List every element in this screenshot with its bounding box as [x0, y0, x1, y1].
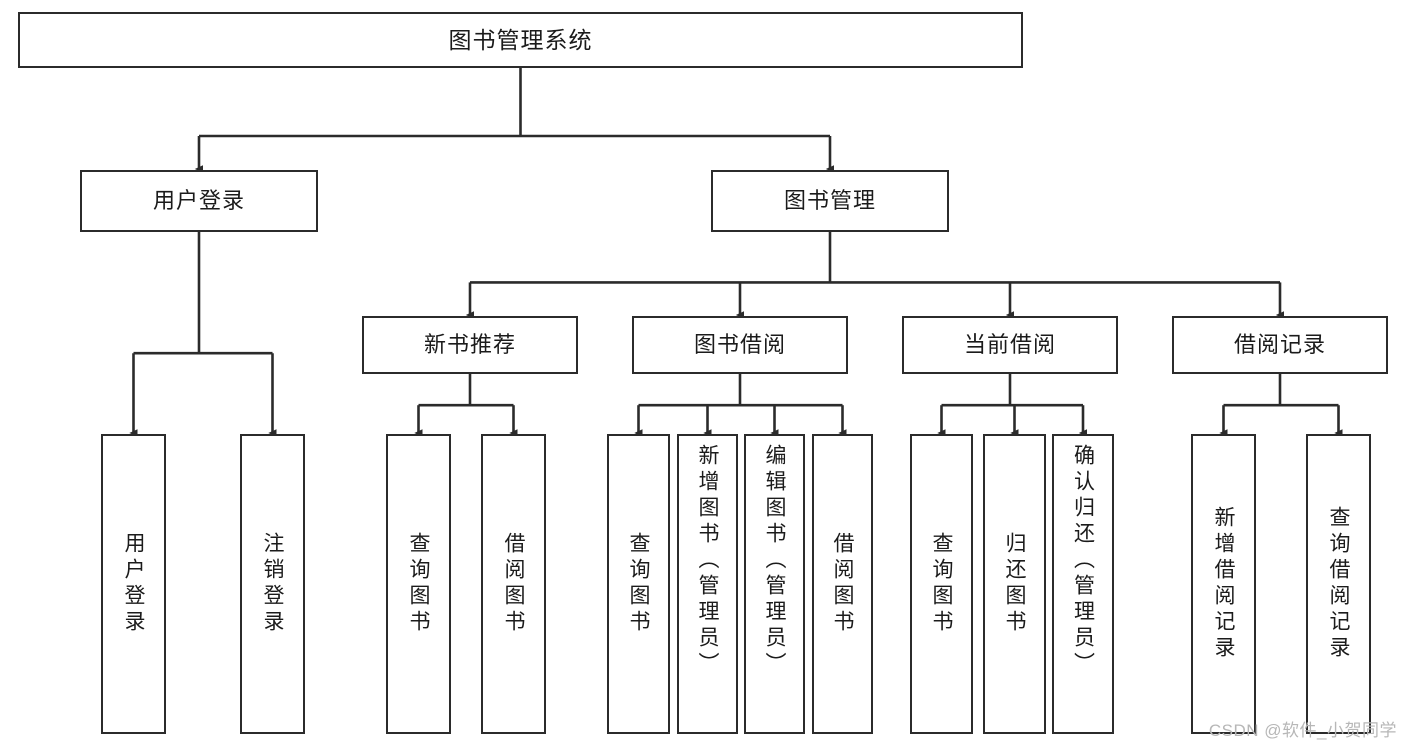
node-label-book-manage: 图书管理	[783, 188, 876, 214]
node-label-leaf-query-record: 查询借阅记录	[1327, 506, 1350, 662]
node-leaf-query-record: 查询借阅记录	[1306, 434, 1371, 734]
node-label-leaf-borrow-book-2: 借阅图书	[831, 532, 854, 636]
csdn-watermark: CSDN @软件_小贺同学	[1208, 721, 1397, 740]
node-current-borrow: 当前借阅	[902, 316, 1118, 374]
node-label-user-login: 用户登录	[152, 188, 245, 214]
node-leaf-logout: 注销登录	[240, 434, 305, 734]
node-leaf-edit-book: 编辑图书（管理员）	[744, 434, 805, 734]
node-label-book-borrow: 图书借阅	[693, 332, 786, 358]
node-book-borrow: 图书借阅	[632, 316, 848, 374]
node-label-leaf-logout: 注销登录	[261, 532, 284, 636]
node-borrow-record: 借阅记录	[1172, 316, 1388, 374]
node-label-leaf-return-book: 归还图书	[1003, 532, 1026, 636]
node-user-login: 用户登录	[80, 170, 318, 232]
node-leaf-borrow-book-1: 借阅图书	[481, 434, 546, 734]
node-leaf-query-book-2: 查询图书	[607, 434, 670, 734]
node-leaf-add-record: 新增借阅记录	[1191, 434, 1256, 734]
node-leaf-return-book: 归还图书	[983, 434, 1046, 734]
node-label-leaf-confirm-ret: 确认归还（管理员）	[1071, 444, 1095, 678]
node-label-leaf-query-book-2: 查询图书	[627, 532, 650, 636]
node-label-leaf-add-record: 新增借阅记录	[1212, 506, 1235, 662]
node-label-leaf-edit-book: 编辑图书（管理员）	[763, 444, 786, 678]
node-leaf-query-book-3: 查询图书	[910, 434, 973, 734]
node-leaf-borrow-book-2: 借阅图书	[812, 434, 873, 734]
node-leaf-query-book-1: 查询图书	[386, 434, 451, 734]
node-root: 图书管理系统	[18, 12, 1023, 68]
node-label-leaf-query-book-3: 查询图书	[930, 532, 953, 636]
node-label-new-book-rec: 新书推荐	[423, 332, 516, 358]
node-label-leaf-borrow-book-1: 借阅图书	[502, 532, 525, 636]
node-label-leaf-query-book-1: 查询图书	[407, 532, 430, 636]
node-new-book-rec: 新书推荐	[362, 316, 578, 374]
node-label-current-borrow: 当前借阅	[963, 332, 1056, 358]
node-book-manage: 图书管理	[711, 170, 949, 232]
node-leaf-add-book: 新增图书（管理员）	[677, 434, 738, 734]
node-label-leaf-add-book: 新增图书（管理员）	[696, 444, 719, 678]
node-label-leaf-user-login: 用户登录	[122, 532, 145, 636]
node-label-root: 图书管理系统	[448, 26, 593, 53]
node-leaf-user-login: 用户登录	[101, 434, 166, 734]
node-leaf-confirm-ret: 确认归还（管理员）	[1052, 434, 1114, 734]
node-label-borrow-record: 借阅记录	[1233, 332, 1326, 358]
